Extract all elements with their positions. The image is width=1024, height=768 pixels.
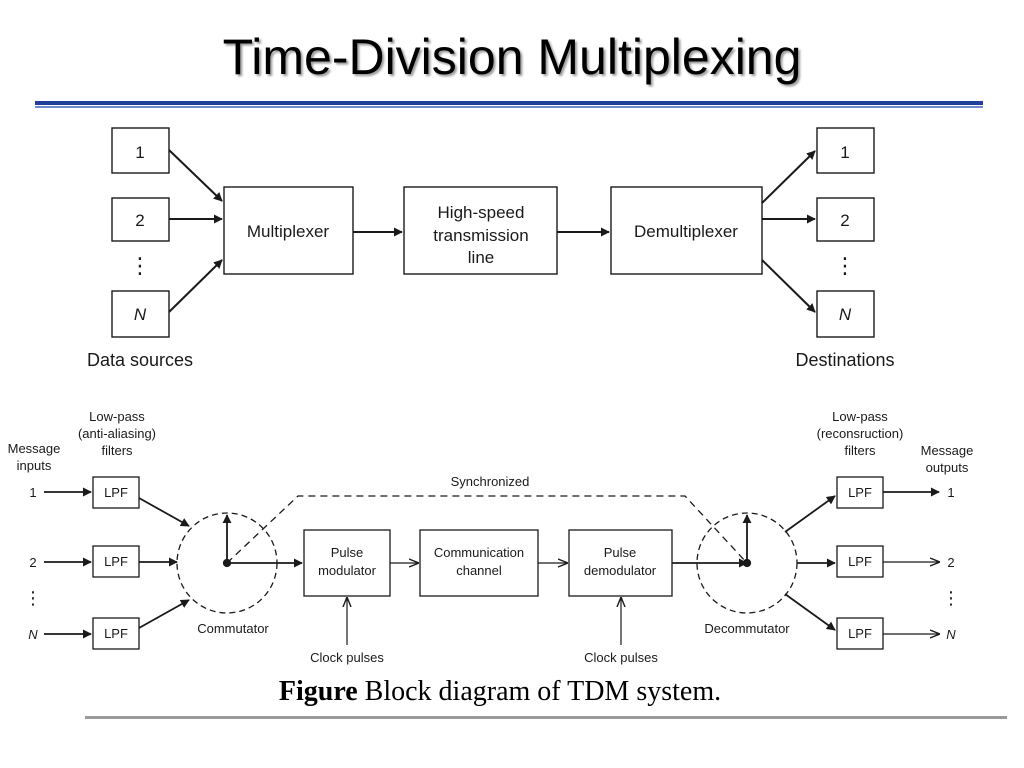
lpf-in-title-2: (anti-aliasing) [78,426,156,441]
figure-caption: Figure Block diagram of TDM system. [0,676,1000,708]
source-label-1: 1 [135,143,144,162]
pulse-demodulator-box [568,529,673,597]
arrow-src1-mux [168,149,223,202]
decommutator-label: Decommutator [704,621,790,636]
destinations-label: Destinations [795,350,894,370]
source-vdots: ⋮ [129,253,151,278]
channel-box [419,529,539,597]
top-diagram-labels: 1 2 ⋮ N Multiplexer High-speed transmiss… [87,143,895,370]
output-vdots: ⋮ [942,588,960,608]
transmission-line-box [403,186,558,275]
synchronized-link [226,495,748,564]
arrow-demux-dst1 [761,150,816,204]
arrow-lpf1-commutator [138,497,190,527]
line-label-3: line [468,248,494,267]
data-sources-label: Data sources [87,350,193,370]
clock-pulses-label-1: Clock pulses [310,650,384,665]
lpf-out-title-2: (reconsruction) [817,426,904,441]
input-vdots: ⋮ [24,588,42,608]
destination-label-2: 2 [840,211,849,230]
lpf-out-2 [836,545,884,578]
input-label-n: N [28,627,38,642]
synchronized-label: Synchronized [451,474,530,489]
lpf-in-2 [92,545,140,578]
arrow-lpfn-commutator [138,599,190,629]
destination-label-n: N [839,305,852,324]
line-label-2: transmission [433,226,528,245]
lpf-out-1 [836,476,884,509]
top-diagram [111,127,875,338]
slide-title: Time-Division Multiplexing [222,29,802,85]
demultiplexer-box [610,186,763,275]
pulse-modulator-label-2: modulator [318,563,376,578]
lpf-out-title-3: filters [844,443,876,458]
pulse-modulator-box [303,529,391,597]
pulse-demodulator-label-1: Pulse [604,545,637,560]
destination-label-1: 1 [840,143,849,162]
output-label-2: 2 [947,555,954,570]
message-outputs-1: Message [921,443,974,458]
source-label-n: N [134,305,147,324]
source-box-2 [111,197,170,242]
input-label-1: 1 [29,485,36,500]
lpf-in-n [92,617,140,650]
arrow-srcn-mux [168,259,223,313]
lpf-out-n-label: LPF [848,626,872,641]
destination-vdots: ⋮ [834,253,856,278]
lpf-out-1-label: LPF [848,485,872,500]
commutator-label: Commutator [197,621,269,636]
channel-label-2: channel [456,563,502,578]
bottom-diagram-labels: Low-pass (anti-aliasing) filters Message… [8,409,974,665]
output-label-n: N [946,627,956,642]
arrow-decommutator-lpf1 [784,495,836,533]
arrow-demux-dstn [761,259,816,313]
clock-pulses-label-2: Clock pulses [584,650,658,665]
lpf-out-title-1: Low-pass [832,409,888,424]
line-label-1: High-speed [438,203,525,222]
message-inputs-1: Message [8,441,61,456]
caption-figure-word: Figure [278,676,358,707]
lpf-in-n-label: LPF [104,626,128,641]
source-box-n [111,290,170,338]
pulse-demodulator-label-2: demodulator [584,563,657,578]
title-underline [35,101,983,105]
arrow-decommutator-lpfn [784,593,836,631]
title-underline-accent [35,106,983,108]
lpf-in-title-1: Low-pass [89,409,145,424]
channel-label-1: Communication [434,545,524,560]
multiplexer-label: Multiplexer [247,222,330,241]
caption-text: Block diagram of TDM system. [357,676,722,707]
input-label-2: 2 [29,555,36,570]
lpf-in-title-3: filters [101,443,133,458]
lpf-in-2-label: LPF [104,554,128,569]
destination-box-n [816,290,875,338]
multiplexer-box [223,186,354,275]
demultiplexer-label: Demultiplexer [634,222,738,241]
destination-box-1 [816,127,875,174]
lpf-out-2-label: LPF [848,554,872,569]
message-outputs-2: outputs [926,460,969,475]
output-label-1: 1 [947,485,954,500]
lpf-in-1 [92,476,140,509]
destination-box-2 [816,197,875,242]
message-inputs-2: inputs [17,458,52,473]
footer-rule [85,716,1007,719]
pulse-modulator-label-1: Pulse [331,545,364,560]
source-box-1 [111,127,170,174]
lpf-out-n [836,617,884,650]
lpf-in-1-label: LPF [104,485,128,500]
bottom-diagram [44,476,939,650]
source-label-2: 2 [135,211,144,230]
